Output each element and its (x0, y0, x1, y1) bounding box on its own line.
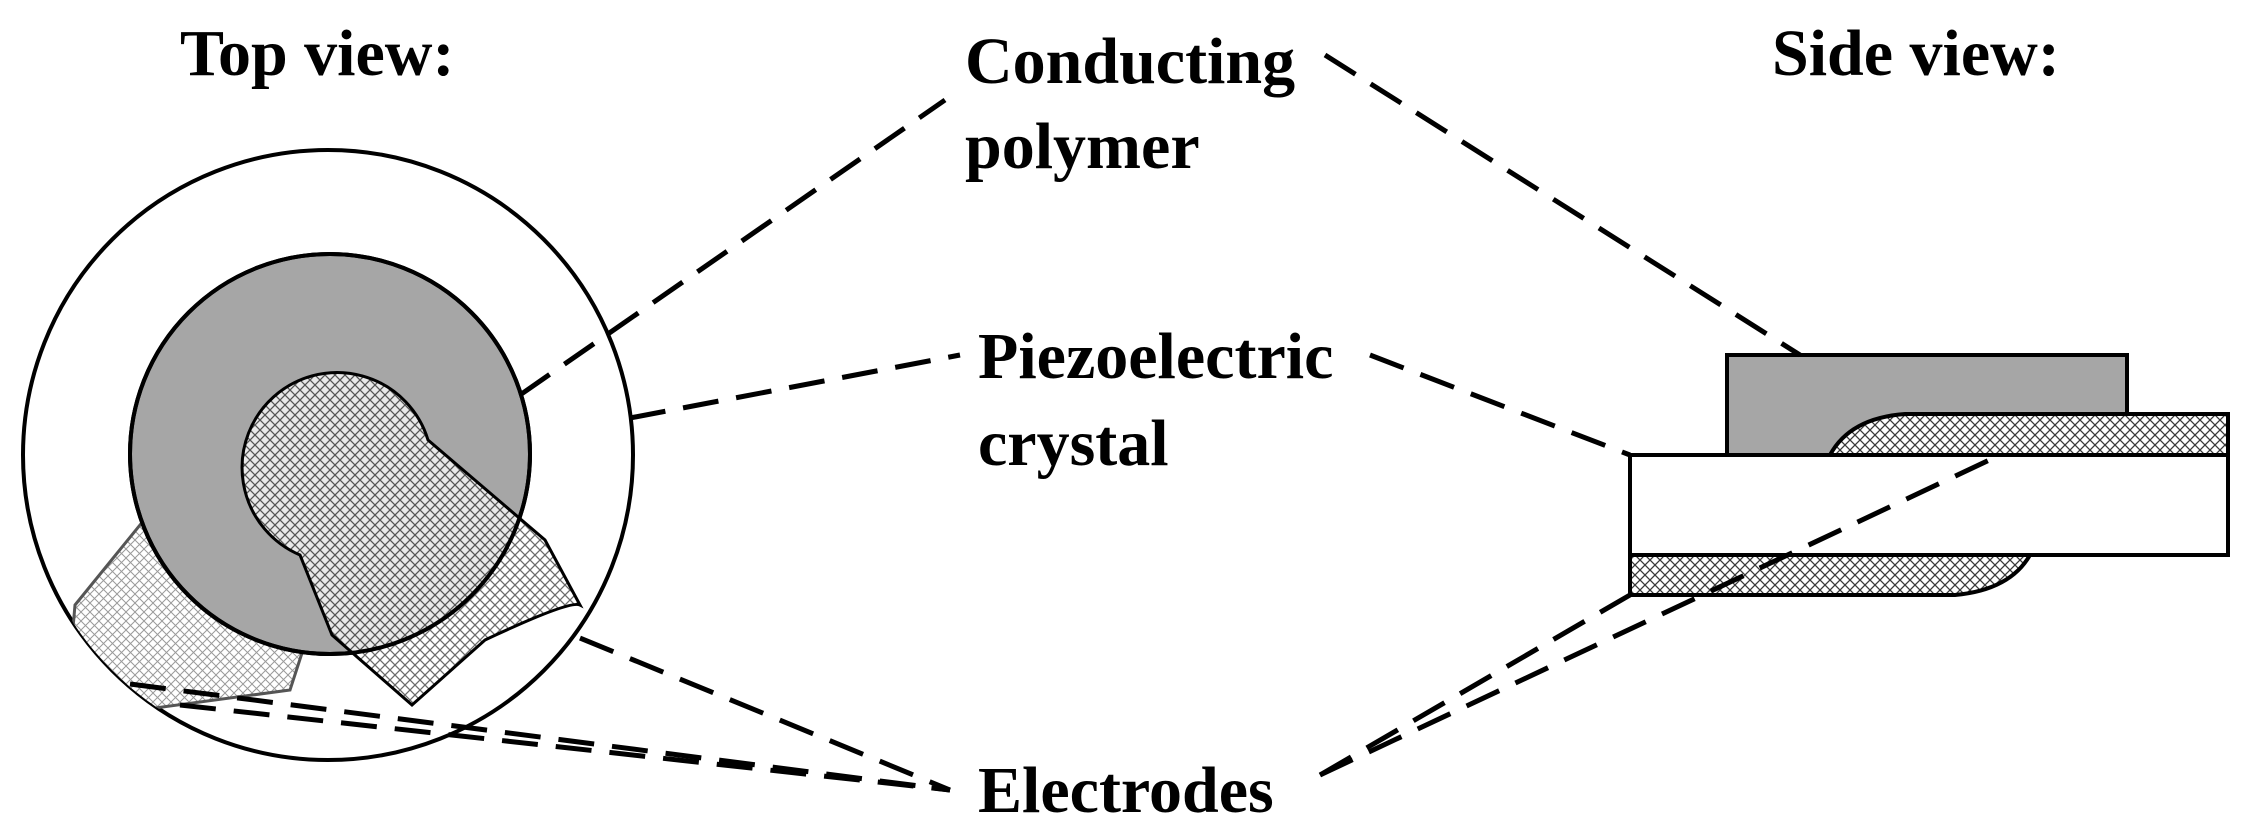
leader-electrode-side-2 (1318, 592, 1632, 778)
side-bottom-electrode (1628, 553, 2034, 597)
top-polymer-edge (128, 252, 532, 656)
leader-electrode-side-1 (1318, 452, 2002, 778)
side-view (1628, 353, 2230, 597)
label-conducting-line2: polymer (965, 110, 1200, 183)
side-top-electrode (1826, 412, 2230, 457)
leader-crystal-side (1369, 352, 1631, 458)
label-top-view: Top view: (180, 17, 454, 90)
leader-electrode-top-1 (129, 681, 951, 793)
side-piezo-crystal (1628, 453, 2230, 557)
top-view (21, 148, 635, 762)
labels: Top view: Side view: Conducting polymer … (180, 17, 2060, 827)
leader-polymer-top (518, 97, 947, 398)
label-conducting-line1: Conducting (965, 25, 1295, 98)
top-top-electrode (240, 371, 584, 708)
leader-lines (129, 52, 2002, 793)
leader-crystal-top (629, 352, 961, 421)
leader-polymer-side (1323, 52, 1802, 358)
label-piezo-line1: Piezoelectric (978, 320, 1333, 393)
leader-electrode-top-3 (579, 635, 951, 793)
label-side-view: Side view: (1772, 17, 2060, 90)
label-piezo-line2: crystal (978, 407, 1169, 480)
leader-electrode-top-2 (179, 702, 951, 793)
label-electrodes: Electrodes (978, 754, 1274, 827)
